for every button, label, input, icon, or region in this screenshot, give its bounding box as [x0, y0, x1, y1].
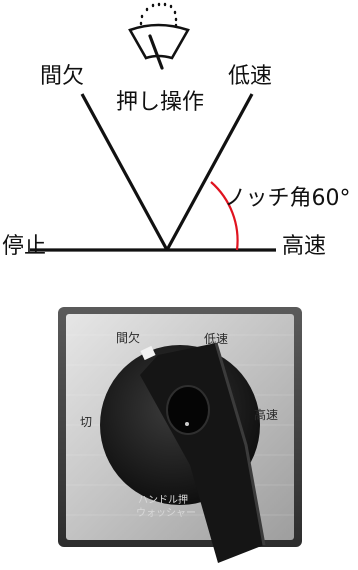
label-notch-angle: ノッチ角60°	[224, 186, 351, 211]
label-high-speed: 高速	[282, 234, 327, 259]
label-stop: 停止	[2, 234, 47, 259]
notch-angle-arc	[210, 181, 239, 251]
label-push-operation: 押し操作	[116, 90, 205, 115]
wiper-washer-icon	[128, 2, 190, 70]
switch-photo	[58, 307, 302, 563]
knob-indicator	[140, 345, 156, 361]
plate-label-off: 切	[80, 415, 93, 429]
knob-center-hole	[166, 385, 210, 435]
knob-label-line2: ウォッシャー	[136, 508, 196, 519]
plate-label-high-speed: 高速	[254, 408, 279, 422]
label-intermittent: 間欠	[40, 64, 85, 89]
intermittent-line	[80, 93, 169, 251]
knob-label-line1: ハンドル押	[138, 495, 188, 506]
plate-label-intermittent: 間欠	[116, 331, 141, 345]
position-diagram	[30, 2, 276, 252]
plate-label-low-speed: 低速	[204, 332, 229, 346]
label-low-speed: 低速	[228, 64, 273, 89]
low-speed-line	[165, 93, 254, 251]
